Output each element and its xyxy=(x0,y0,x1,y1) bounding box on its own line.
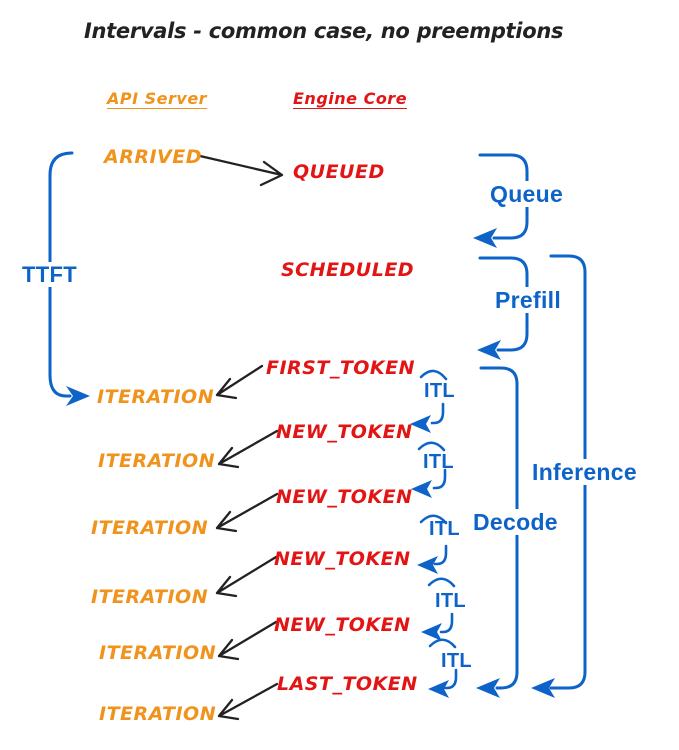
interval-label-queue: Queue xyxy=(488,181,566,208)
column-header-engine-core: Engine Core xyxy=(293,89,408,108)
queue-arrowhead-icon xyxy=(473,228,497,248)
event-iteration-6: ITERATION xyxy=(99,703,217,725)
event-new-token-4: NEW_TOKEN xyxy=(274,614,411,636)
inference-arrowhead-icon xyxy=(531,678,555,698)
interval-label-inference: Inference xyxy=(530,459,639,486)
event-scheduled: SCHEDULED xyxy=(281,259,415,281)
itl-arrowhead-icon xyxy=(411,480,432,498)
interval-label-prefill: Prefill xyxy=(493,287,564,314)
interval-label-itl-5: ITL xyxy=(441,650,472,672)
itl-arrowhead-icon xyxy=(410,415,431,433)
event-new-token-3: NEW_TOKEN xyxy=(274,548,411,570)
arrow-new-token4-to-iteration xyxy=(217,620,278,661)
event-queued: QUEUED xyxy=(293,161,385,183)
prefill-arrowhead-icon xyxy=(477,340,501,360)
event-iteration-5: ITERATION xyxy=(99,642,217,664)
interval-label-decode: Decode xyxy=(471,509,560,536)
column-header-api-server: API Server xyxy=(107,89,208,108)
interval-label-itl-4: ITL xyxy=(435,590,466,612)
interval-label-itl-3: ITL xyxy=(429,518,460,540)
itl-bracket-1 xyxy=(410,369,448,433)
event-iteration-1: ITERATION xyxy=(97,386,215,408)
event-arrived: ARRIVED xyxy=(104,146,202,168)
arrow-new-token1-to-iteration xyxy=(217,429,279,469)
event-new-token-2: NEW_TOKEN xyxy=(276,486,413,508)
event-last-token: LAST_TOKEN xyxy=(277,673,418,695)
interval-label-itl-2: ITL xyxy=(423,451,454,473)
page-title: Intervals - common case, no preemptions xyxy=(84,19,564,43)
interval-label-ttft: TTFT xyxy=(20,262,79,288)
arrow-last-token-to-iteration xyxy=(217,682,279,721)
arrow-new-token3-to-iteration xyxy=(215,555,278,598)
event-new-token-1: NEW_TOKEN xyxy=(276,421,413,443)
event-iteration-2: ITERATION xyxy=(98,450,216,472)
itl-bracket-5 xyxy=(428,638,458,698)
decode-arrowhead-icon xyxy=(476,678,500,698)
itl-bracket-2 xyxy=(411,441,447,498)
arrow-new-token2-to-iteration xyxy=(215,492,279,533)
event-iteration-4: ITERATION xyxy=(91,586,209,608)
interval-label-itl-1: ITL xyxy=(424,380,455,402)
itl-bracket-3 xyxy=(417,514,448,574)
itl-arrowhead-icon xyxy=(421,623,442,641)
arrow-arrived-to-queued xyxy=(198,154,284,187)
itl-bracket-4 xyxy=(421,577,456,641)
ttft-arrowhead-icon xyxy=(66,386,90,406)
ttft-bracket xyxy=(48,151,90,406)
itl-arrowhead-icon xyxy=(428,680,449,698)
event-iteration-3: ITERATION xyxy=(91,517,209,539)
arrow-first-token-to-iteration xyxy=(215,364,264,400)
itl-arrowhead-icon xyxy=(417,556,438,574)
event-first-token: FIRST_TOKEN xyxy=(266,357,416,379)
